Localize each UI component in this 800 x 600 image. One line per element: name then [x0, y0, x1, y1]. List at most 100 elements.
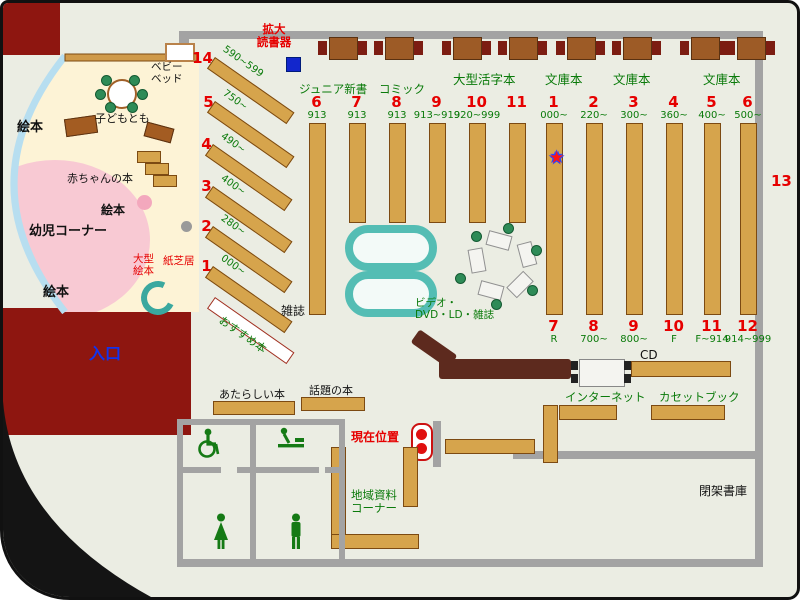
chair	[105, 102, 116, 113]
bookshelf-column	[626, 123, 643, 315]
chair	[503, 223, 514, 234]
new-books-shelf	[213, 401, 295, 415]
shelf	[559, 405, 617, 420]
bookshelf-column	[704, 123, 721, 315]
label-cd: CD	[640, 348, 658, 362]
col-number: 4	[668, 93, 679, 111]
col-range: 500~	[734, 110, 762, 121]
chair	[101, 75, 112, 86]
col-number: 11	[506, 93, 527, 111]
room-wall	[325, 467, 345, 473]
chair	[680, 41, 689, 55]
col-number: 3	[628, 93, 639, 111]
col-range: 913	[387, 110, 407, 121]
label-ehon-left: 絵本	[17, 120, 44, 135]
kids-shelf	[145, 163, 169, 175]
col-range: 913	[347, 110, 367, 121]
shelf-number: 2	[201, 217, 212, 235]
kids-shelf	[137, 151, 161, 163]
col-range: 300~	[620, 110, 648, 121]
label-current-location: 現在位置	[351, 430, 400, 444]
col-number: 5	[706, 93, 717, 111]
label-ehon-mid: 絵本	[101, 203, 126, 217]
chair	[766, 41, 775, 55]
room-wall	[177, 467, 221, 473]
wall-bottom	[179, 559, 763, 567]
col-number: 7	[351, 93, 362, 111]
chair	[624, 374, 631, 383]
shelf-number: 1	[201, 257, 212, 275]
col-range: 800~	[620, 334, 648, 345]
local-shelf	[331, 534, 419, 549]
shelf-number: 5	[203, 93, 214, 111]
chair	[491, 299, 502, 310]
col-range: 360~	[660, 110, 688, 121]
col-range: 913~919	[413, 110, 461, 121]
table-top	[385, 37, 414, 60]
local-shelf	[403, 447, 418, 507]
col-range: 700~	[580, 334, 608, 345]
label-cassette: カセットブック	[659, 390, 740, 404]
table-top	[453, 37, 482, 60]
pillar	[181, 221, 192, 232]
man-icon	[291, 513, 301, 549]
chair	[482, 41, 491, 55]
col-number: 2	[588, 93, 599, 111]
label-kakudai: 拡大読書器	[249, 22, 299, 49]
table-top	[567, 37, 596, 60]
display-shelf	[445, 439, 535, 454]
label-closed-stacks: 閉架書庫	[699, 484, 748, 498]
col-number: 10	[663, 317, 684, 335]
wall-stacks	[513, 451, 757, 459]
chair	[129, 75, 140, 86]
marker-dot	[416, 429, 427, 440]
chair	[137, 89, 148, 100]
room-wall	[177, 419, 345, 425]
col-number: 1	[548, 93, 559, 111]
label-baby-bed-line1: ベビー	[151, 61, 183, 73]
wall-top	[189, 31, 755, 39]
col-range: 914~999	[724, 334, 772, 345]
label-video-line1: ビデオ・	[415, 297, 457, 309]
chair	[571, 361, 578, 370]
label-kakudai-line1: 拡大	[262, 22, 286, 36]
chair	[498, 41, 507, 55]
label-bunko-1: 文庫本	[545, 72, 583, 87]
chair	[726, 41, 735, 55]
col-number: 7	[548, 317, 559, 335]
table-top	[509, 37, 538, 60]
bookshelf-column	[586, 123, 603, 315]
woman-icon	[214, 513, 228, 549]
label-akachan: 赤ちゃんの本	[67, 172, 133, 185]
label-zasshi: 雑誌	[281, 304, 306, 318]
label-entrance: 入口	[89, 344, 122, 363]
wheelchair-icon	[198, 428, 220, 458]
chair	[358, 41, 367, 55]
corner-curve	[3, 401, 151, 597]
label-large-print: 大型活字本	[453, 72, 516, 87]
room-wall	[177, 419, 183, 567]
label-ogata-ehon: 大型絵本	[133, 253, 154, 277]
baby-changing-icon	[278, 427, 304, 448]
shelf-number: 14	[192, 49, 213, 67]
label-kodomotomo: 子どもとも	[95, 112, 150, 125]
sofa	[345, 225, 437, 271]
table-top	[691, 37, 720, 60]
table-top	[329, 37, 358, 60]
label-baby-bed-line2: ベッド	[151, 73, 183, 86]
bookshelf-column	[429, 123, 446, 223]
label-topical-books: 話題の本	[309, 384, 353, 397]
label-ogata-line1: 大型	[133, 253, 154, 265]
label-junior-shinsho: ジュニア新書	[299, 82, 368, 96]
col-number: 9	[431, 93, 442, 111]
label-chiiki-line1: 地域資料	[351, 488, 397, 502]
col-range: 220~	[580, 110, 608, 121]
chair	[624, 361, 631, 370]
bookshelf-column	[509, 123, 526, 223]
chair	[652, 41, 661, 55]
bookshelf-column	[309, 123, 326, 315]
chair	[318, 41, 327, 55]
label-new-books: あたらしい本	[219, 388, 285, 401]
col-range: F~914	[695, 334, 729, 345]
